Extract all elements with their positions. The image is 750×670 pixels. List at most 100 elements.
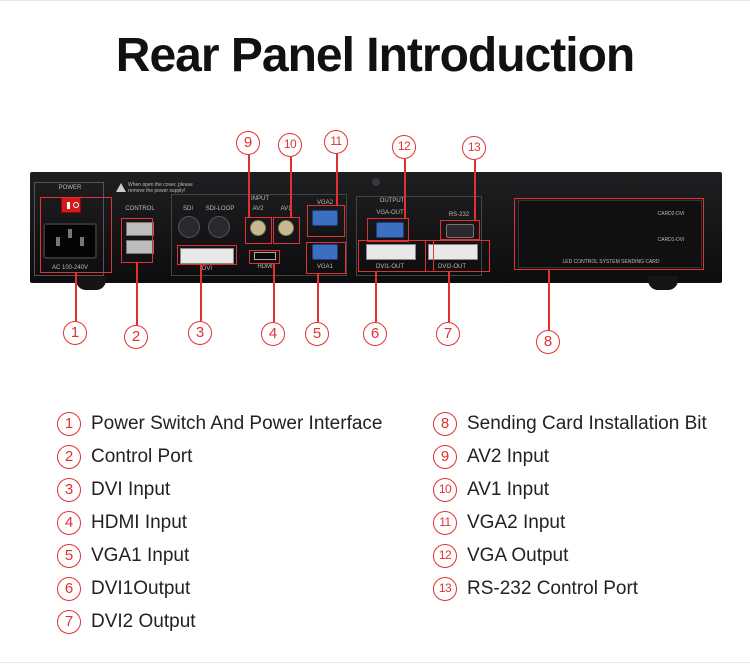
legend-item: 4 HDMI Input bbox=[57, 510, 187, 536]
vga1-label: VGA1 bbox=[316, 264, 333, 270]
callout-12: 12 bbox=[392, 135, 416, 159]
leader-line-10 bbox=[290, 157, 292, 217]
leader-line-13 bbox=[474, 160, 476, 220]
callout-7: 7 bbox=[436, 322, 460, 346]
legend-label: VGA Output bbox=[467, 545, 569, 566]
legend-item: 8 Sending Card Installation Bit bbox=[433, 411, 707, 437]
vga-out-label: VGA-OUT bbox=[376, 210, 404, 216]
callout-6: 6 bbox=[363, 322, 387, 346]
control-port-bottom bbox=[126, 240, 154, 254]
power-module: POWER AC 100-240V bbox=[34, 182, 104, 276]
device-foot-right bbox=[648, 276, 678, 290]
highlight-box-13 bbox=[440, 220, 480, 240]
legend-label: Control Port bbox=[91, 446, 193, 467]
highlight-box-1 bbox=[40, 197, 112, 273]
highlight-box-12 bbox=[367, 218, 409, 242]
legend-label: VGA2 Input bbox=[467, 512, 566, 533]
legend-number: 7 bbox=[57, 610, 81, 634]
sdi-connector bbox=[178, 216, 200, 238]
legend-number: 6 bbox=[57, 577, 81, 601]
highlight-box-4 bbox=[249, 250, 280, 264]
av2-connector bbox=[250, 220, 266, 236]
legend-number: 8 bbox=[433, 412, 457, 436]
sdi-loop-label: SDI-LOOP bbox=[205, 206, 235, 212]
callout-2: 2 bbox=[124, 325, 148, 349]
sending-card-label: LED CONTROL SYSTEM SENDING CARD bbox=[562, 259, 660, 265]
callout-10: 10 bbox=[278, 133, 302, 157]
vga-out-port bbox=[376, 222, 404, 238]
legend-label: AV2 Input bbox=[467, 446, 550, 467]
legend-item: 1 Power Switch And Power Interface bbox=[57, 411, 382, 437]
rs232-port bbox=[446, 224, 474, 238]
highlight-box-2 bbox=[121, 218, 153, 263]
highlight-box-7 bbox=[425, 240, 490, 272]
leader-line-3 bbox=[200, 265, 202, 321]
highlight-box-6 bbox=[358, 240, 434, 272]
highlight-box-11 bbox=[307, 205, 345, 237]
legend-item: 6 DVI1Output bbox=[57, 576, 190, 602]
dvi2-out-label: DVI2-OUT bbox=[437, 264, 466, 270]
warning-label: When open the cover, please remove the p… bbox=[128, 182, 193, 194]
av1-connector bbox=[278, 220, 294, 236]
output-area bbox=[356, 196, 482, 276]
top-divider bbox=[0, 0, 750, 1]
legend-number: 2 bbox=[57, 445, 81, 469]
legend-item: 10 AV1 Input bbox=[433, 477, 549, 503]
callout-13: 13 bbox=[462, 136, 486, 160]
callout-4: 4 bbox=[261, 322, 285, 346]
leader-line-11 bbox=[336, 154, 338, 205]
leader-line-4 bbox=[273, 264, 275, 322]
device-foot-left bbox=[76, 276, 106, 290]
dvi2-out-port bbox=[428, 244, 478, 260]
legend-label: DVI1Output bbox=[91, 578, 191, 599]
power-socket bbox=[43, 223, 97, 259]
warning-icon bbox=[116, 183, 126, 192]
power-label: POWER bbox=[58, 185, 82, 191]
legend-item: 9 AV2 Input bbox=[433, 444, 549, 470]
legend-number: 5 bbox=[57, 544, 81, 568]
legend-label: DVI Input bbox=[91, 479, 171, 500]
highlight-box-9 bbox=[245, 217, 272, 244]
card2-label: CARD2-DVI bbox=[657, 211, 685, 217]
screw-icon bbox=[372, 178, 380, 186]
legend-number: 1 bbox=[57, 412, 81, 436]
legend-label: HDMI Input bbox=[91, 512, 188, 533]
voltage-label: AC 100-240V bbox=[51, 265, 89, 271]
device-rear-panel: POWER AC 100-240V When open the cover, p… bbox=[30, 172, 722, 283]
control-port-top bbox=[126, 222, 154, 236]
legend-number: 12 bbox=[433, 544, 457, 568]
legend-label: Power Switch And Power Interface bbox=[91, 413, 383, 434]
legend-label: Sending Card Installation Bit bbox=[467, 413, 707, 434]
callout-9: 9 bbox=[236, 131, 260, 155]
highlight-box-8 bbox=[514, 198, 704, 270]
callout-8: 8 bbox=[536, 330, 560, 354]
input-label: INPUT bbox=[251, 196, 269, 202]
input-area bbox=[171, 194, 347, 276]
legend-item: 11 VGA2 Input bbox=[433, 510, 565, 536]
callout-1: 1 bbox=[63, 321, 87, 345]
legend-item: 7 DVI2 Output bbox=[57, 609, 196, 635]
sdi-loop-connector bbox=[208, 216, 230, 238]
legend-number: 3 bbox=[57, 478, 81, 502]
callout-5: 5 bbox=[305, 322, 329, 346]
legend-number: 10 bbox=[433, 478, 457, 502]
legend-item: 2 Control Port bbox=[57, 444, 192, 470]
leader-line-12 bbox=[404, 159, 406, 218]
page-title: Rear Panel Introduction bbox=[115, 29, 635, 82]
av2-label: AV2 bbox=[252, 206, 264, 212]
sdi-label: SDI bbox=[182, 206, 193, 212]
highlight-box-5 bbox=[306, 242, 346, 274]
legend-item: 5 VGA1 Input bbox=[57, 543, 189, 569]
dvi1-out-port bbox=[366, 244, 416, 260]
legend-number: 9 bbox=[433, 445, 457, 469]
bottom-divider bbox=[0, 662, 750, 663]
vga1-port bbox=[312, 244, 338, 260]
callout-3: 3 bbox=[188, 321, 212, 345]
leader-line-8 bbox=[548, 270, 550, 330]
rs232-label: RS-232 bbox=[448, 212, 470, 218]
legend-item: 13 RS-232 Control Port bbox=[433, 576, 638, 602]
control-label: CONTROL bbox=[125, 206, 155, 212]
output-label: OUTPUT bbox=[379, 198, 405, 204]
highlight-box-3 bbox=[177, 245, 237, 265]
dvi1-out-label: DVI1-OUT bbox=[375, 264, 404, 270]
